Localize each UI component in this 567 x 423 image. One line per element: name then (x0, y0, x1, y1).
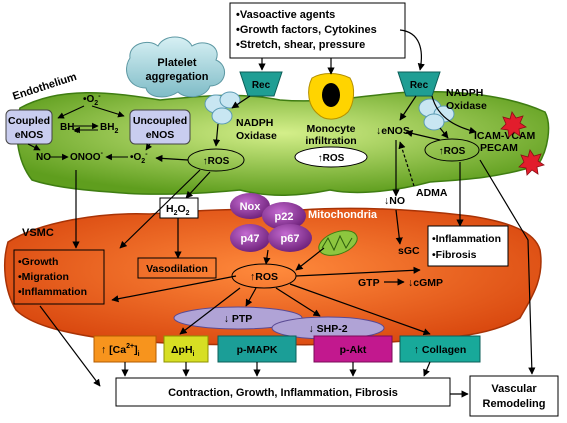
nox-p67: p67 (281, 233, 300, 245)
cgmp-label: ↓cGMP (408, 277, 443, 289)
nadph-oxidase-right-1: NADPH (446, 87, 483, 99)
monocyte-label-1: Monocyte (306, 123, 355, 135)
enos-cycle-arrows (27, 105, 153, 161)
gtp-label: GTP (358, 277, 380, 289)
coupled-enos-label-1: Coupled (8, 115, 50, 127)
contraction-box (115, 377, 451, 407)
contraction-label: Contraction, Growth, Inflammation, Fibro… (168, 387, 398, 399)
platelet-cloud (126, 36, 225, 98)
shp2-label: ↓ SHP-2 (308, 323, 347, 335)
ros-right: ↑ROS (439, 146, 466, 157)
stimuli-line-2: •Growth factors, Cytokines (236, 24, 377, 36)
nox-p22: p22 (275, 211, 294, 223)
vsmc-left-box (13, 249, 105, 305)
vsmc-right-box (427, 225, 509, 267)
h2o2-label: H2O2 (166, 203, 190, 217)
nadph-oxidase-left-icon (204, 91, 241, 125)
nadph-oxidase-left-2: Oxidase (236, 130, 277, 142)
remodeling-label-1: Vascular (491, 383, 537, 395)
nadph-oxidase-left-1: NADPH (236, 117, 273, 129)
receptor-left (239, 71, 283, 97)
mitochondria-label: Mitochondria (308, 209, 378, 221)
adhesion-molecule-icon (500, 111, 545, 176)
enos-down: ↓eNOS (376, 125, 410, 137)
uncoupled-enos-label-1: Uncoupled (133, 115, 187, 127)
nox-complex (230, 193, 312, 252)
vsmc-right-box-1: •Inflammation (432, 233, 501, 245)
pmapk-label: p-MAPK (237, 344, 278, 356)
stimuli-line-3: •Stretch, shear, pressure (236, 39, 365, 51)
calcium-box (93, 335, 157, 363)
uncoupled-enos-label-2: eNOS (146, 129, 175, 141)
nox-p47: p47 (241, 233, 260, 245)
monocyte-ros-oval (294, 146, 368, 168)
coupled-enos-label-2: eNOS (15, 129, 44, 141)
vsmc-left-box-2: •Migration (18, 271, 69, 283)
monocyte-label-2: infiltration (305, 135, 356, 147)
remodeling-box (469, 375, 559, 417)
vsmc-right-box-2: •Fibrosis (432, 249, 477, 261)
vsmc-left-box-3: •Inflammation (18, 286, 87, 298)
calcium-label: ↑ [Ca2+]i (101, 343, 140, 358)
ros-center: ↑ROS (250, 271, 278, 283)
remodeling-label-2: Remodeling (483, 398, 546, 410)
platelet-label-1: Platelet (157, 57, 196, 69)
ros-left: ↑ROS (203, 156, 230, 167)
adma-label: ADMA (416, 187, 448, 199)
vsmc-label: VSMC (22, 227, 54, 239)
ph-label: ΔpHi (171, 344, 195, 358)
collagen-label: ↑ Collagen (414, 344, 467, 356)
mitochondria-icon (318, 230, 358, 256)
platelet-label-2: aggregation (146, 71, 209, 83)
vasodilation-label: Vasodilation (146, 263, 208, 275)
vsmc-left-box-1: •Growth (18, 256, 58, 268)
stimuli-line-1: •Vasoactive agents (236, 9, 335, 21)
arrows (39, 29, 536, 398)
no-down: ↓NO (384, 195, 405, 207)
pakt-label: p-Akt (340, 344, 367, 356)
nadph-oxidase-right-2: Oxidase (446, 100, 487, 112)
nox-title: Nox (240, 201, 262, 213)
uncoupled-enos-box (129, 109, 191, 145)
superoxide-bottom: •O2- (130, 151, 148, 165)
icam-label: ICAM-VCAM (474, 130, 535, 142)
receptor-left-label: Rec (252, 80, 271, 91)
pmapk-box (217, 335, 297, 363)
monocyte-ros: ↑ROS (318, 153, 345, 164)
stimuli-box (229, 2, 406, 59)
monocyte-cell (308, 73, 355, 120)
pecam-label: PECAM (480, 142, 518, 154)
h2o2-box (159, 197, 199, 219)
ros-right-oval (424, 138, 480, 162)
bh2-label: BH2 (100, 122, 118, 135)
no-label: NO (36, 152, 51, 163)
ptp-label: ↓ PTP (224, 313, 253, 325)
superoxide-top: •O2- (83, 93, 101, 107)
pakt-box (313, 335, 393, 363)
collagen-box (399, 335, 481, 363)
onoo-label: ONOO- (70, 150, 104, 163)
sgc-label: sGC (398, 245, 420, 257)
receptor-right-label: Rec (410, 80, 429, 91)
